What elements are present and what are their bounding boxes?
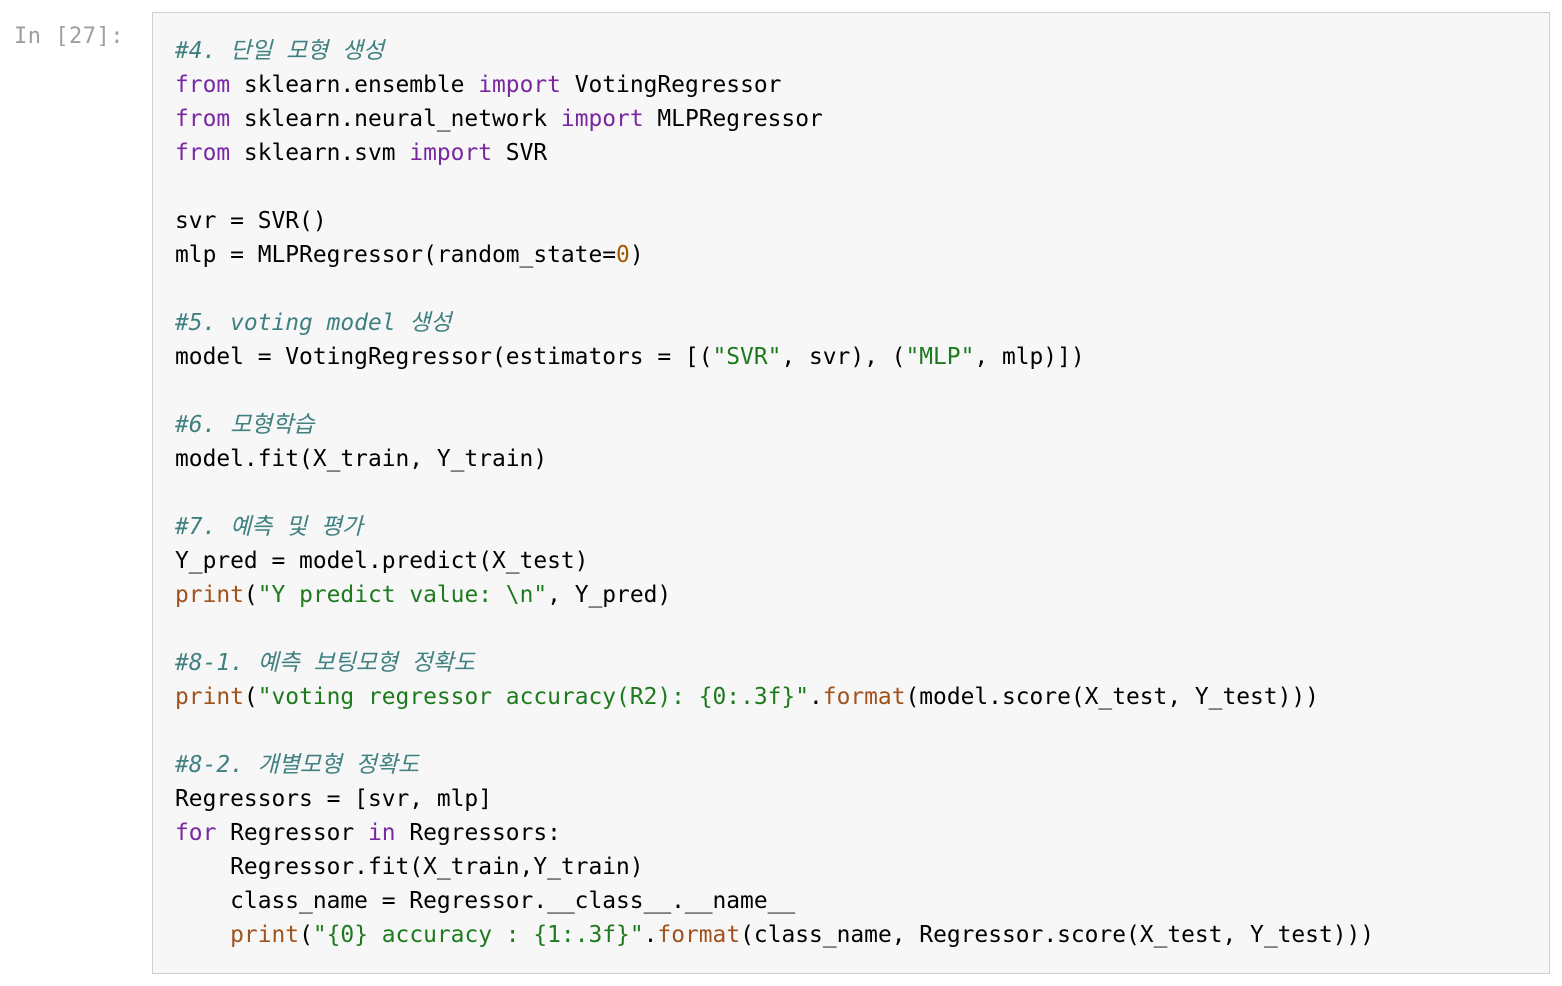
comment-token: #8-1. 예측 보팅모형 정확도 <box>175 650 475 676</box>
builtin-token: format <box>657 922 741 948</box>
keyword-token: for <box>175 820 217 846</box>
code-token: ( <box>299 922 313 948</box>
code-line <box>175 714 1374 748</box>
code-token: VotingRegressor <box>560 72 782 98</box>
code-line: Regressor.fit(X_train,Y_train) <box>175 850 1374 884</box>
string-token: "MLP" <box>905 344 975 370</box>
cell-prompt: In [27]: <box>14 24 124 49</box>
code-token: model.fit(X_train, Y_train) <box>175 446 548 472</box>
code-line <box>175 476 1374 510</box>
code-line: #8-1. 예측 보팅모형 정확도 <box>175 646 1374 680</box>
code-token: sklearn.svm <box>230 140 410 166</box>
code-line: print("{0} accuracy : {1:.3f}".format(cl… <box>175 918 1374 952</box>
code-line: for Regressor in Regressors: <box>175 816 1374 850</box>
code-token: , svr), ( <box>781 344 906 370</box>
code-line: svr = SVR() <box>175 204 1374 238</box>
keyword-token: from <box>175 106 231 132</box>
code-line: Y_pred = model.predict(X_test) <box>175 544 1374 578</box>
keyword-token: from <box>175 140 231 166</box>
comment-token: #8-2. 개별모형 정확도 <box>175 752 419 778</box>
keyword-token: from <box>175 72 231 98</box>
code-token: sklearn.ensemble <box>230 72 479 98</box>
code-content[interactable]: #4. 단일 모형 생성 from sklearn.ensemble import… <box>175 34 1374 952</box>
builtin-token: print <box>175 684 244 710</box>
keyword-token: import <box>409 140 493 166</box>
code-editor[interactable]: #4. 단일 모형 생성 from sklearn.ensemble import… <box>152 12 1550 974</box>
builtin-token: print <box>230 922 300 948</box>
code-line: #7. 예측 및 평가 <box>175 510 1374 544</box>
code-token: Y_pred = model.predict(X_test) <box>175 548 589 574</box>
code-token: . <box>643 922 658 948</box>
code-line: print("voting regressor accuracy(R2): {0… <box>175 680 1374 714</box>
code-line <box>175 374 1374 408</box>
code-line: mlp = MLPRegressor(random_state=0) <box>175 238 1374 272</box>
code-token: (model.score(X_test, Y_test))) <box>905 684 1319 710</box>
code-token: class_name = Regressor.__class__.__name_… <box>175 888 796 914</box>
comment-token: #5. voting model 생성 <box>175 310 452 336</box>
code-token <box>175 922 230 948</box>
keyword-token: import <box>560 106 644 132</box>
number-token: 0 <box>616 242 630 268</box>
builtin-token: print <box>175 582 244 608</box>
code-line: model.fit(X_train, Y_train) <box>175 442 1374 476</box>
code-token: model = VotingRegressor(estimators = [( <box>175 344 713 370</box>
code-line: model = VotingRegressor(estimators = [("… <box>175 340 1374 374</box>
string-token: "Y predict value: \n" <box>257 582 548 608</box>
code-token: SVR <box>492 140 548 166</box>
code-token: Regressor <box>216 820 368 846</box>
code-token: , Y_pred) <box>547 582 672 608</box>
code-line <box>175 612 1374 646</box>
string-token: "voting regressor accuracy(R2): {0:.3f}" <box>257 684 809 710</box>
code-line: class_name = Regressor.__class__.__name_… <box>175 884 1374 918</box>
comment-token: #6. 모형학습 <box>175 412 315 438</box>
code-line <box>175 272 1374 306</box>
string-token: "SVR" <box>712 344 782 370</box>
code-token: . <box>808 684 823 710</box>
code-line: from sklearn.neural_network import MLPRe… <box>175 102 1374 136</box>
code-token: Regressors: <box>395 820 561 846</box>
code-line: from sklearn.ensemble import VotingRegre… <box>175 68 1374 102</box>
code-token: ( <box>243 684 258 710</box>
keyword-token: import <box>478 72 561 98</box>
code-line <box>175 170 1374 204</box>
code-token: (class_name, Regressor.score(X_test, Y_t… <box>740 922 1375 948</box>
code-line: from sklearn.svm import SVR <box>175 136 1374 170</box>
string-token: "{0} accuracy : {1:.3f}" <box>312 922 644 948</box>
comment-token: #4. 단일 모형 생성 <box>175 38 385 64</box>
comment-token: #7. 예측 및 평가 <box>175 514 363 540</box>
keyword-token: in <box>367 820 396 846</box>
code-token: Regressors = [svr, mlp] <box>175 786 492 812</box>
code-line: #5. voting model 생성 <box>175 306 1374 340</box>
code-token: MLPRegressor <box>643 106 823 132</box>
code-line: print("Y predict value: \n", Y_pred) <box>175 578 1374 612</box>
code-line: Regressors = [svr, mlp] <box>175 782 1374 816</box>
code-line: #6. 모형학습 <box>175 408 1374 442</box>
code-token: svr = SVR() <box>175 208 327 234</box>
code-token: ( <box>243 582 258 608</box>
code-token: ) <box>629 242 644 268</box>
code-line: #8-2. 개별모형 정확도 <box>175 748 1374 782</box>
builtin-token: format <box>822 684 906 710</box>
code-token: mlp = MLPRegressor(random_state= <box>175 242 617 268</box>
code-line: #4. 단일 모형 생성 <box>175 34 1374 68</box>
code-token: sklearn.neural_network <box>230 106 561 132</box>
code-token: , mlp)]) <box>974 344 1085 370</box>
code-token: Regressor.fit(X_train,Y_train) <box>175 854 644 880</box>
